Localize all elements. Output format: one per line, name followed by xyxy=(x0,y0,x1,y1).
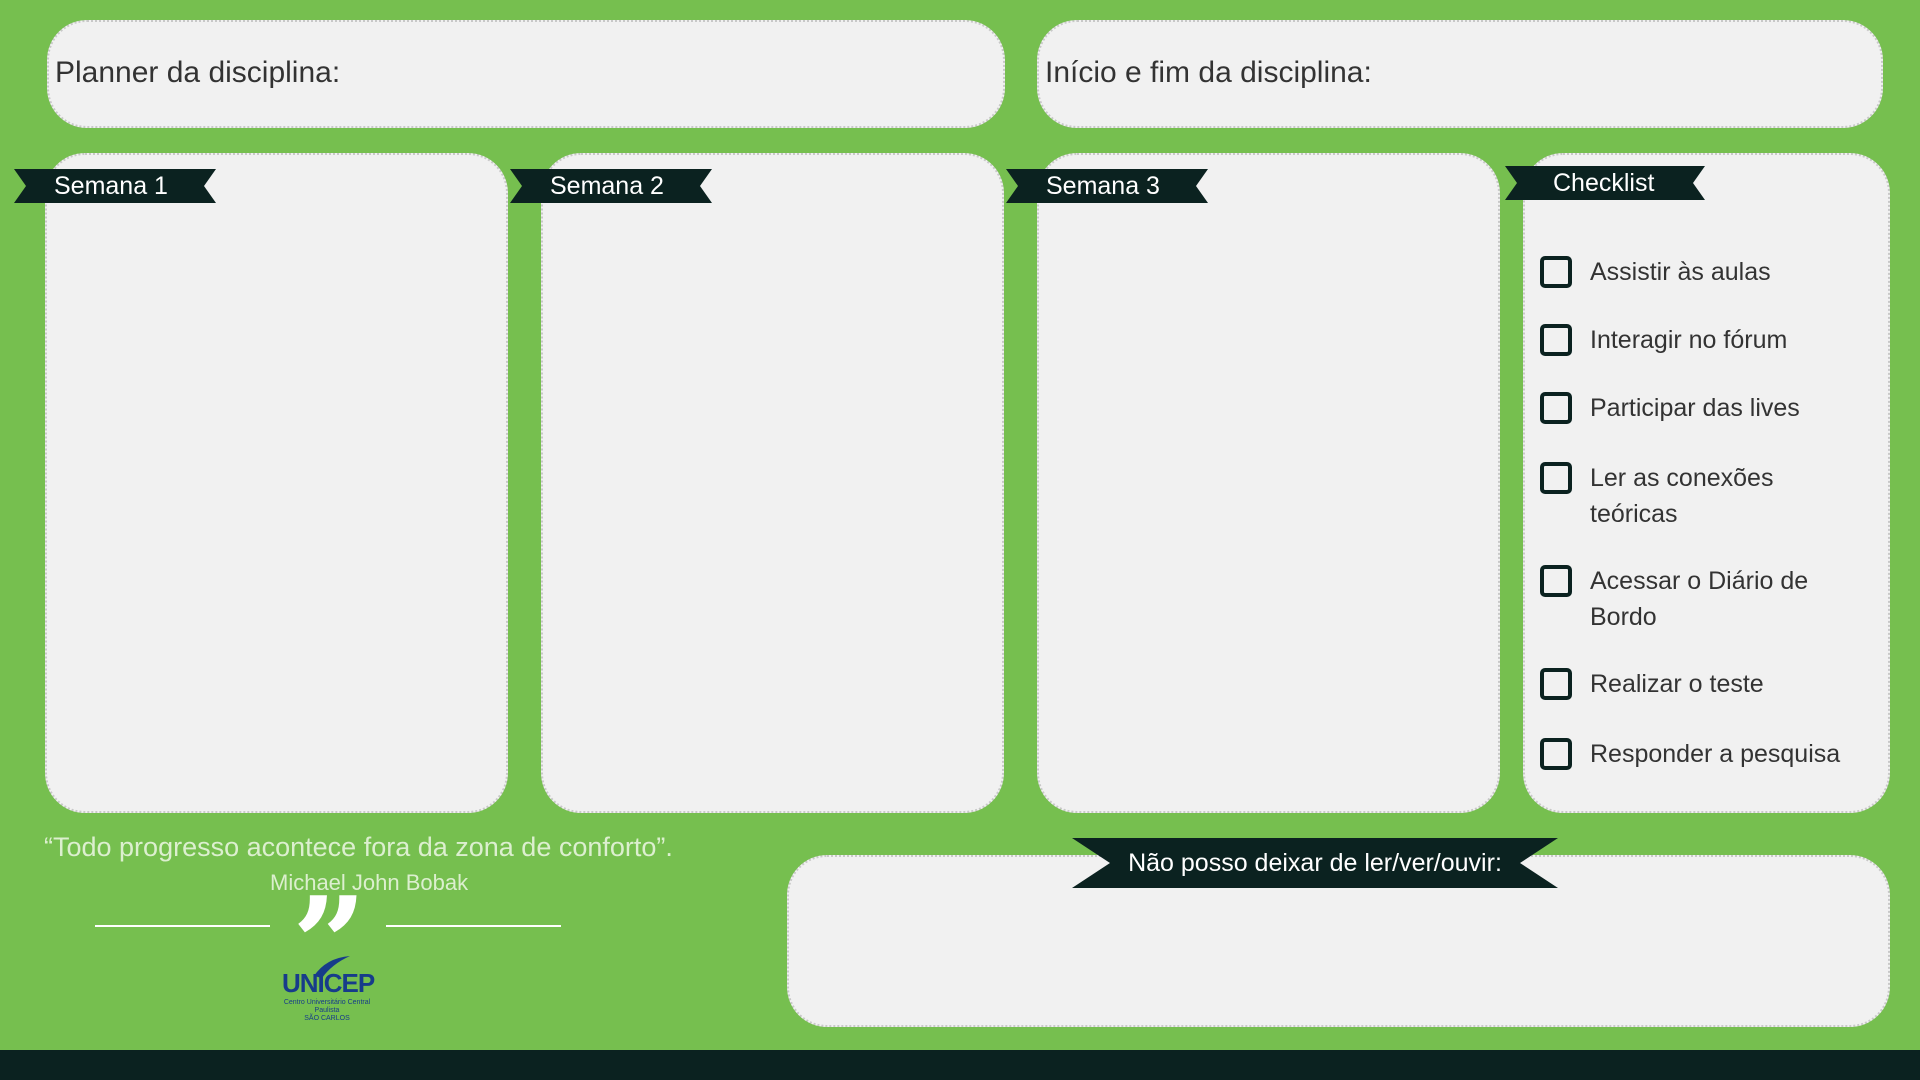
checklist-item[interactable]: Ler as conexões teóricas xyxy=(1540,460,1820,532)
quote-text: “Todo progresso acontece fora da zona de… xyxy=(44,832,673,862)
must-read-ribbon: Não posso deixar de ler/ver/ouvir: xyxy=(1072,838,1558,888)
logo-name: UNICEP xyxy=(282,968,375,998)
checklist-item-label: Ler as conexões teóricas xyxy=(1590,464,1774,528)
week-card-3[interactable] xyxy=(1037,153,1500,813)
must-read-title: Não posso deixar de ler/ver/ouvir: xyxy=(1128,848,1502,877)
quote-divider-left xyxy=(95,925,270,927)
checklist-item-label: Realizar o teste xyxy=(1590,670,1764,698)
checklist-title: Checklist xyxy=(1553,168,1655,197)
checkbox-icon[interactable] xyxy=(1540,462,1572,494)
dates-card[interactable]: Início e fim da disciplina: xyxy=(1037,20,1883,128)
quote-author: Michael John Bobak xyxy=(270,870,469,895)
checklist-item[interactable]: Realizar o teste xyxy=(1540,666,1870,702)
planner-card[interactable]: Planner da disciplina: xyxy=(47,20,1005,128)
quote-divider-right xyxy=(386,925,561,927)
checklist-item[interactable]: Interagir no fórum xyxy=(1540,322,1870,358)
checklist-item[interactable]: Assistir às aulas xyxy=(1540,254,1870,290)
checkbox-icon[interactable] xyxy=(1540,256,1572,288)
week-label-2: Semana 2 xyxy=(550,171,664,200)
footer-bar xyxy=(0,1050,1920,1080)
checklist-item[interactable]: Responder a pesquisa xyxy=(1540,736,1870,772)
checklist-item[interactable]: Participar das lives xyxy=(1540,390,1870,426)
week-ribbon-2: Semana 2 xyxy=(510,169,712,203)
checkbox-icon[interactable] xyxy=(1540,668,1572,700)
checklist-item-label: Acessar o Diário de Bordo xyxy=(1590,567,1809,631)
logo-subtitle: Centro Universitário Central Paulista xyxy=(283,999,371,1014)
checkbox-icon[interactable] xyxy=(1540,565,1572,597)
quote-mark-icon: ” xyxy=(292,868,367,1021)
planner-label: Planner da disciplina: xyxy=(55,56,341,89)
checkbox-icon[interactable] xyxy=(1540,738,1572,770)
week-card-1[interactable] xyxy=(45,153,508,813)
checklist-item-label: Interagir no fórum xyxy=(1590,326,1788,354)
checkbox-icon[interactable] xyxy=(1540,392,1572,424)
logo-city: SÃO CARLOS xyxy=(304,1015,350,1022)
unicep-logo: UNICEP Centro Universitário Central Paul… xyxy=(282,956,375,1023)
week-ribbon-1: Semana 1 xyxy=(14,169,216,203)
checklist-item-label: Assistir às aulas xyxy=(1590,258,1771,286)
checklist-item[interactable]: Acessar o Diário de Bordo xyxy=(1540,563,1830,635)
week-label-1: Semana 1 xyxy=(54,171,168,200)
week-ribbon-3: Semana 3 xyxy=(1006,169,1208,203)
checklist-item-label: Participar das lives xyxy=(1590,394,1800,422)
checkbox-icon[interactable] xyxy=(1540,324,1572,356)
dates-label: Início e fim da disciplina: xyxy=(1045,56,1372,89)
checklist-card xyxy=(1523,153,1890,813)
checklist-ribbon: Checklist xyxy=(1505,166,1705,200)
week-card-2[interactable] xyxy=(541,153,1004,813)
checklist-item-label: Responder a pesquisa xyxy=(1590,740,1841,768)
week-label-3: Semana 3 xyxy=(1046,171,1160,200)
logo-swoosh-icon xyxy=(314,956,350,978)
